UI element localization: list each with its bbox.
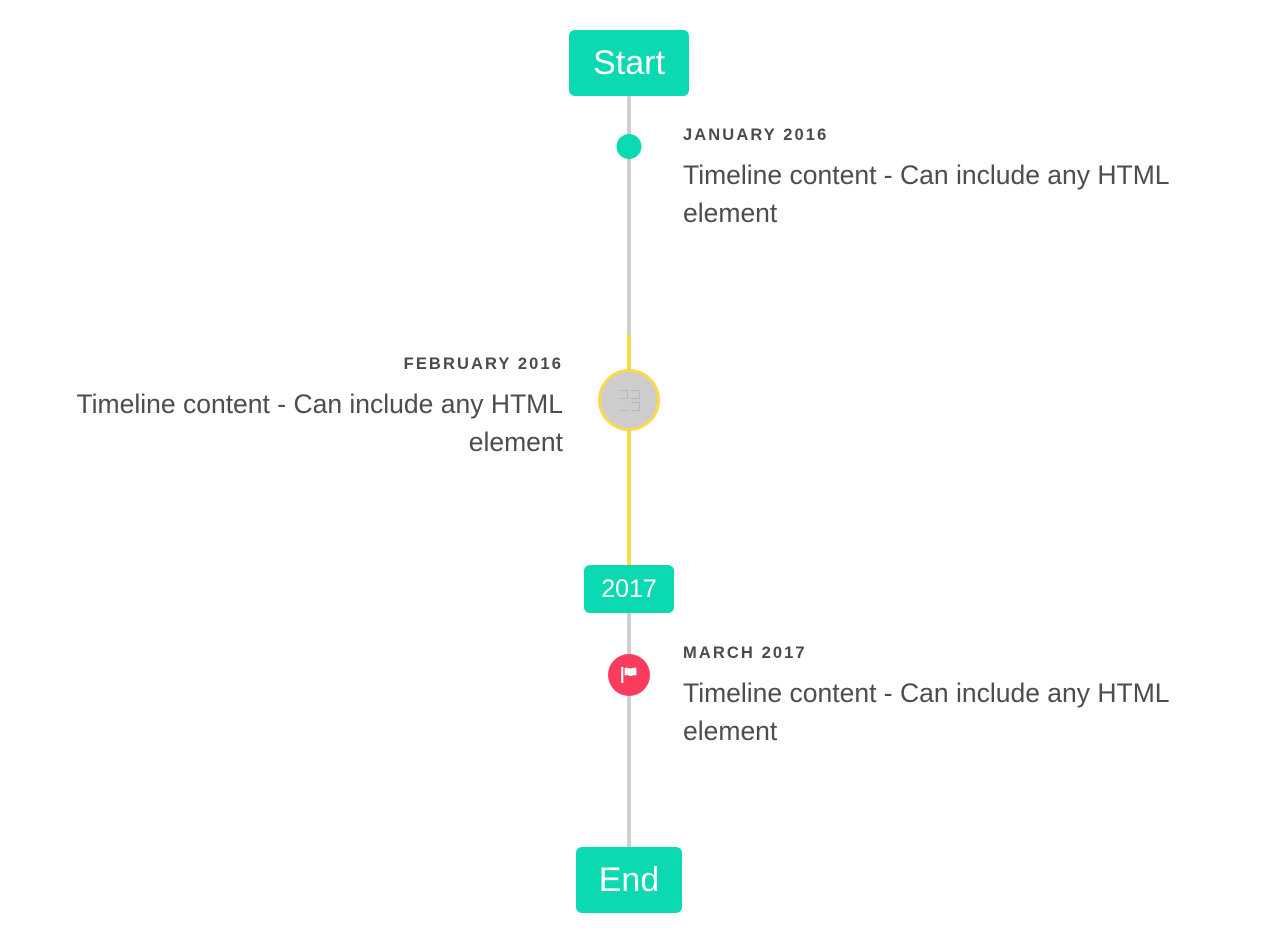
- timeline-left-spacer: [0, 644, 589, 750]
- timeline-left-spacer: [0, 126, 589, 232]
- timeline-event-date: FEBRUARY 2016: [403, 355, 563, 373]
- timeline-right-spacer: [589, 355, 1178, 461]
- timeline-start-badge[interactable]: Start: [569, 30, 689, 96]
- missing-glyph-icon: [618, 389, 640, 411]
- timeline-event-february: FEBRUARY 2016 Timeline content - Can inc…: [0, 355, 1268, 461]
- timeline-spine-segment-grey-bottom: [627, 612, 631, 860]
- timeline-event-body: Timeline content - Can include any HTML …: [683, 160, 1169, 228]
- timeline-event-march: MARCH 2017 Timeline content - Can includ…: [0, 644, 1268, 750]
- timeline-end-badge[interactable]: End: [576, 847, 682, 913]
- timeline-year-label: 2017: [601, 574, 657, 603]
- timeline-event-date: JANUARY 2016: [683, 126, 829, 144]
- timeline-spine-segment-highlighted: [627, 335, 631, 567]
- timeline-marker-dot[interactable]: [616, 134, 642, 159]
- timeline-event-content-february: FEBRUARY 2016 Timeline content - Can inc…: [0, 355, 589, 461]
- timeline-event-content-march: MARCH 2017 Timeline content - Can includ…: [669, 644, 1258, 750]
- timeline-year-badge[interactable]: 2017: [584, 565, 674, 613]
- timeline-marker-ring[interactable]: [598, 369, 660, 431]
- timeline-event-content-january: JANUARY 2016 Timeline content - Can incl…: [669, 126, 1258, 232]
- timeline-end-label: End: [598, 861, 660, 899]
- timeline-marker-flag[interactable]: [608, 654, 650, 696]
- timeline-spine-segment-grey-top: [627, 95, 631, 337]
- timeline-event-body: Timeline content - Can include any HTML …: [683, 678, 1169, 746]
- timeline-event-body: Timeline content - Can include any HTML …: [76, 389, 563, 457]
- timeline-event-date: MARCH 2017: [683, 644, 807, 662]
- timeline-event-january: JANUARY 2016 Timeline content - Can incl…: [0, 126, 1268, 232]
- flag-icon: [621, 667, 637, 683]
- timeline-start-label: Start: [593, 44, 665, 82]
